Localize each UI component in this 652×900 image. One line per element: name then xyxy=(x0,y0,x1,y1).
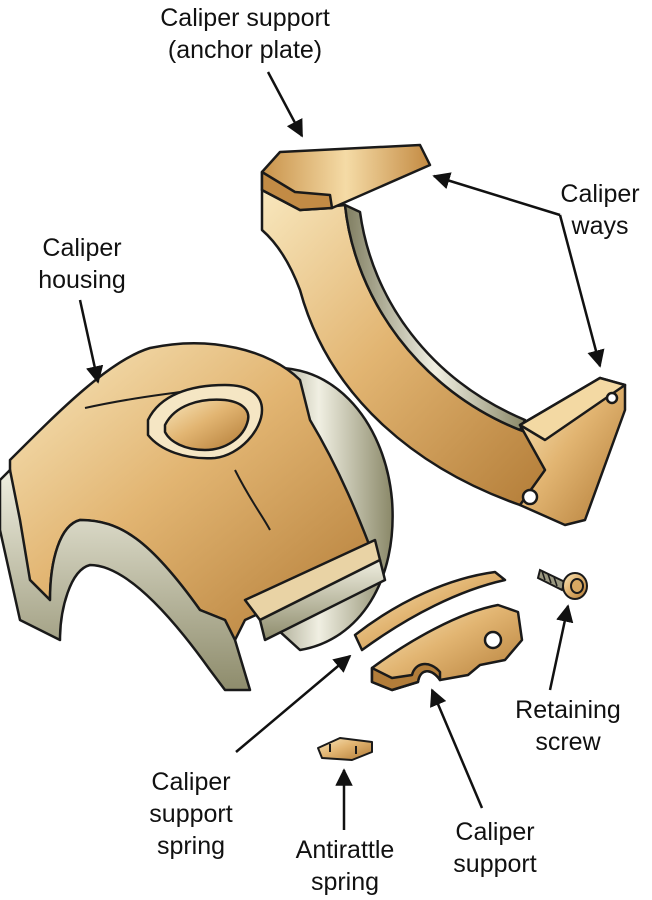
antirattle-spring xyxy=(317,737,373,761)
arrow-support-spring xyxy=(235,654,352,753)
label-caliper-support: Caliper support xyxy=(453,818,537,878)
caliper-support-part xyxy=(370,603,524,692)
label-caliper-housing: Caliper housing xyxy=(38,234,126,294)
label-antirattle-spring: Antirattle spring xyxy=(295,836,395,896)
anchor-plate xyxy=(260,143,627,527)
label-caliper-support-spring: Caliper support spring xyxy=(149,768,233,860)
leader-arrows xyxy=(78,71,605,830)
label-retaining-screw: Retaining screw xyxy=(515,696,621,756)
arrow-housing xyxy=(78,299,104,384)
caliper-housing xyxy=(0,342,394,692)
arrow-anchor-plate xyxy=(266,71,304,138)
label-caliper-ways: Caliper ways xyxy=(560,180,640,240)
arrow-ways-bottom xyxy=(558,214,605,368)
arrow-support xyxy=(430,688,484,809)
label-caliper-support-anchor: Caliper support (anchor plate) xyxy=(160,4,330,64)
arrow-screw xyxy=(548,604,574,691)
arrow-ways-top xyxy=(432,172,561,217)
retaining-screw xyxy=(536,568,588,600)
caliper-support-spring xyxy=(353,570,507,652)
